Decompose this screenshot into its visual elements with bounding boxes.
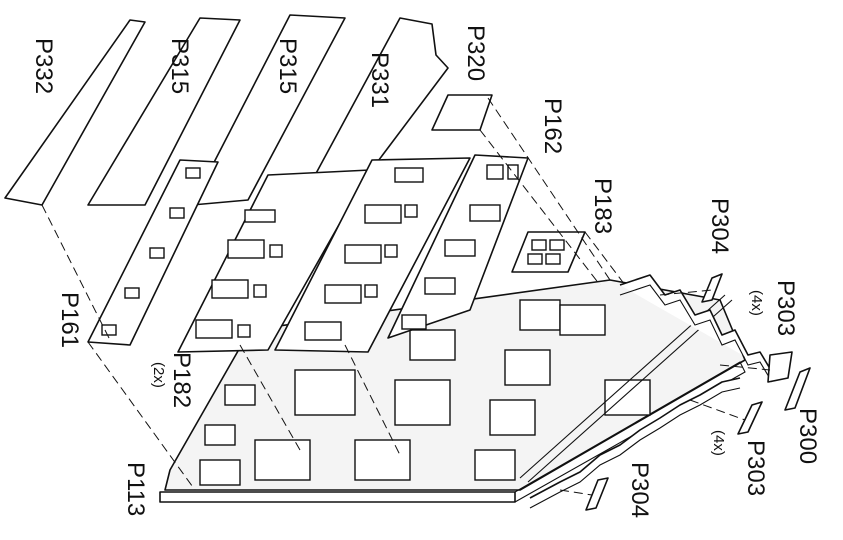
label-p182: P182 bbox=[168, 352, 195, 408]
clip-p303-bottom bbox=[737, 401, 763, 435]
label-p320: P320 bbox=[462, 25, 489, 81]
label-p162: P162 bbox=[539, 98, 566, 154]
label-p304-bottom: P304 bbox=[626, 462, 653, 518]
label-p303-top-qty: (4x) bbox=[748, 290, 765, 316]
label-p303-top: P303 bbox=[772, 280, 799, 336]
label-p332: P332 bbox=[30, 38, 57, 94]
clip-p304-bottom bbox=[585, 477, 609, 511]
frame-slot-windows bbox=[199, 299, 651, 486]
cover-panel-p315-b bbox=[191, 14, 346, 206]
label-p183: P183 bbox=[589, 178, 616, 234]
label-p300: P300 bbox=[794, 408, 821, 464]
assembly-guide-lines bbox=[41, 97, 771, 496]
board-p161 bbox=[87, 159, 219, 346]
bracket-strip-top bbox=[619, 274, 773, 383]
board-p182-b bbox=[274, 157, 471, 353]
label-p315-b: P315 bbox=[274, 38, 301, 94]
label-p315-a: P315 bbox=[166, 38, 193, 94]
board-p182-a bbox=[177, 169, 371, 353]
bracket-strip-bottom bbox=[529, 377, 741, 509]
clip-p304-top bbox=[701, 273, 723, 303]
label-p303-bottom: P303 bbox=[742, 440, 769, 496]
label-p331: P331 bbox=[366, 52, 393, 108]
clip-p303-top bbox=[767, 351, 793, 383]
label-p303-bottom-qty: (4x) bbox=[710, 430, 727, 456]
part-p320 bbox=[431, 94, 493, 131]
board-p162 bbox=[387, 154, 529, 339]
label-p304-top: P304 bbox=[706, 198, 733, 254]
cover-panel-p315-a bbox=[87, 17, 241, 206]
label-p113: P113 bbox=[122, 462, 149, 516]
clip-p300 bbox=[784, 367, 811, 411]
label-p161: P161 bbox=[56, 292, 83, 348]
part-labels: P332 P315 P315 P331 P320 P162 P183 P304 … bbox=[30, 25, 821, 518]
label-p182-qty: (2x) bbox=[150, 362, 167, 388]
